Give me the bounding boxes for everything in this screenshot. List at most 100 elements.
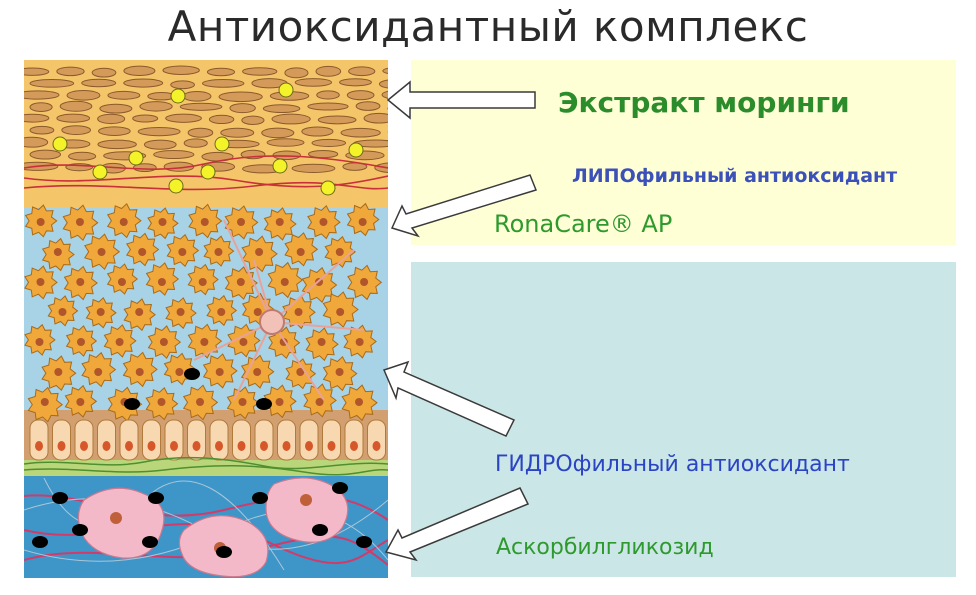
cell-nucleus xyxy=(200,218,209,226)
free-radical-dot xyxy=(72,524,88,536)
arrow-left-icon xyxy=(382,360,516,437)
corneocyte xyxy=(29,149,62,160)
moringa-label: Экстракт моринги xyxy=(558,86,850,119)
corneocyte xyxy=(218,91,263,103)
antioxidant-dot xyxy=(92,164,108,180)
arrow-left-icon xyxy=(390,174,537,238)
corneocyte xyxy=(220,127,255,138)
cell-nucleus xyxy=(335,248,344,256)
corneocyte xyxy=(187,127,214,138)
cell-nucleus xyxy=(296,368,305,376)
lipophilic-panel xyxy=(411,60,956,245)
free-radical-dot xyxy=(216,546,232,558)
corneocyte xyxy=(97,139,137,150)
corneocyte xyxy=(316,90,340,100)
cell-nucleus xyxy=(282,441,291,451)
corneocyte xyxy=(317,115,357,125)
cell-nucleus xyxy=(35,338,44,346)
basal-cells xyxy=(29,419,386,461)
cell-nucleus xyxy=(192,441,201,451)
cell-nucleus xyxy=(239,338,248,346)
corneocyte xyxy=(311,138,347,147)
free-radical-dot xyxy=(142,536,158,548)
cell-nucleus xyxy=(198,278,207,286)
cell-nucleus xyxy=(54,368,63,376)
free-radical-dot xyxy=(184,368,200,380)
free-radical-dot xyxy=(356,536,372,548)
corneocyte xyxy=(61,125,92,135)
cell-nucleus xyxy=(355,398,364,406)
corneocyte xyxy=(68,151,97,161)
cell-nucleus xyxy=(57,441,66,451)
cell-nucleus xyxy=(58,308,67,316)
langerhans-cell xyxy=(193,219,365,401)
corneocyte xyxy=(143,139,177,150)
corneocyte xyxy=(348,66,376,77)
cell-nucleus xyxy=(238,398,247,406)
arrow-left-icon xyxy=(384,487,530,562)
cell-nucleus xyxy=(178,248,187,256)
cell-nucleus xyxy=(236,278,245,286)
cell-nucleus xyxy=(275,218,284,226)
corneocyte xyxy=(339,78,372,87)
corneocyte xyxy=(91,67,117,78)
corneocyte xyxy=(284,67,309,79)
cell-nucleus xyxy=(170,441,178,451)
corneocyte xyxy=(206,67,236,77)
cell-nucleus xyxy=(327,441,336,451)
antioxidant-dot xyxy=(348,142,364,158)
corneocyte xyxy=(97,113,126,125)
cell-nucleus xyxy=(135,368,144,376)
corneocyte xyxy=(29,102,53,112)
corneocyte xyxy=(261,127,295,139)
corneocyte xyxy=(24,67,50,76)
cell-nucleus xyxy=(358,218,367,226)
free-radical-dot xyxy=(252,492,268,504)
basal-cell xyxy=(344,419,364,461)
cell-nucleus xyxy=(138,248,147,256)
corneocyte xyxy=(183,138,208,148)
cell-nucleus xyxy=(217,308,226,316)
basal-cell xyxy=(299,419,319,461)
cell-nucleus xyxy=(175,368,184,376)
antioxidant-dot xyxy=(170,88,186,104)
cell-nucleus xyxy=(355,338,364,346)
cell-nucleus xyxy=(76,338,85,346)
basal-cell xyxy=(322,419,341,461)
antioxidant-markers xyxy=(52,82,364,196)
basal-cell xyxy=(232,419,251,461)
cell-nucleus xyxy=(305,441,313,451)
basal-cell xyxy=(52,419,71,461)
corneocyte xyxy=(381,90,388,99)
corneocyte xyxy=(59,100,93,112)
corneocyte xyxy=(99,103,133,114)
free-radical-dot xyxy=(124,398,140,410)
cell-nucleus xyxy=(157,398,166,406)
cell-nucleus xyxy=(135,308,144,316)
cell-nucleus xyxy=(76,278,85,286)
corneocyte xyxy=(139,101,173,112)
cell-nucleus xyxy=(255,248,264,256)
free-radical-dot xyxy=(52,492,68,504)
corneocyte xyxy=(56,66,85,77)
antioxidant-dot xyxy=(278,82,294,98)
antioxidant-dot xyxy=(200,164,216,180)
cell-nucleus xyxy=(147,441,156,451)
basal-cell xyxy=(254,419,274,461)
cell-nucleus xyxy=(215,441,223,451)
antioxidant-dot xyxy=(168,178,184,194)
corneocyte xyxy=(29,125,55,135)
corneocyte xyxy=(107,90,141,100)
cell-nucleus xyxy=(360,278,369,286)
page-title: Антиоксидантный комплекс xyxy=(167,2,809,51)
cell-nucleus xyxy=(214,248,223,256)
ronacare-label: RonaCare® AP xyxy=(494,210,673,238)
corneocyte xyxy=(24,136,49,148)
basal-cell xyxy=(367,419,386,461)
cell-nucleus xyxy=(319,218,328,226)
cell-nucleus xyxy=(200,338,209,346)
cell-nucleus xyxy=(75,218,84,226)
corneocyte xyxy=(242,67,278,76)
basal-cell xyxy=(187,419,206,461)
cell-nucleus xyxy=(80,441,88,451)
